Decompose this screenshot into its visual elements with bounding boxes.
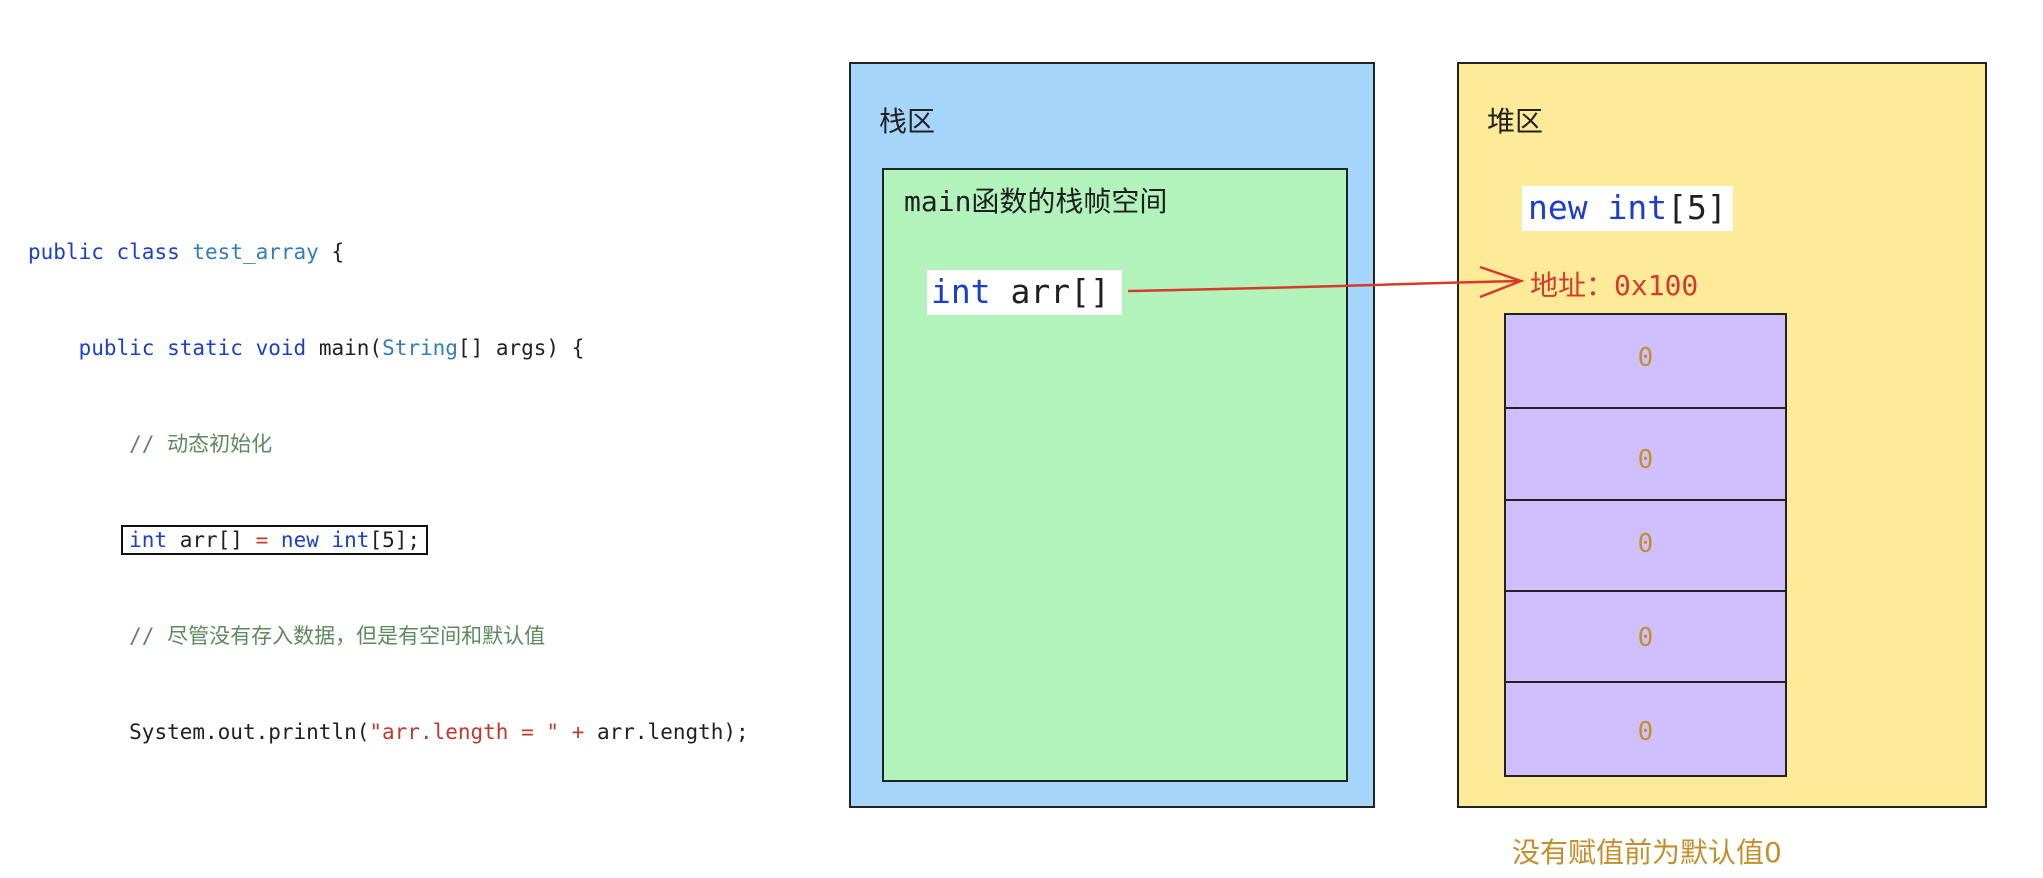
code-text: [5]; — [369, 528, 421, 552]
main-stack-frame: main函数的栈帧空间 int arr[] — [882, 168, 1348, 782]
array-cell-4: 0 — [1637, 717, 1654, 747]
keyword: public — [28, 240, 104, 264]
keyword: int — [1607, 188, 1668, 227]
new-expression: new int[5] — [1522, 186, 1733, 231]
keyword: class — [116, 240, 180, 264]
heap-title: 堆区 — [1487, 105, 1544, 138]
code-text: [5] — [1667, 188, 1727, 227]
array-cell-3: 0 — [1637, 623, 1654, 653]
cell-divider — [1504, 681, 1787, 683]
array-memory-block: 0 0 0 0 0 — [1504, 313, 1787, 777]
code-line-1: public class test_array { — [28, 236, 749, 268]
code-text: { — [318, 240, 345, 264]
frame-title: main函数的栈帧空间 — [904, 185, 1168, 218]
code-line-3: // 动态初始化 — [28, 428, 749, 460]
keyword: new — [1528, 188, 1588, 227]
address-label: 地址：0x100 — [1530, 269, 1699, 302]
code-line-6: System.out.println("arr.length = " + arr… — [28, 716, 749, 748]
code-block: public class test_array { public static … — [28, 172, 749, 780]
string-literal: "arr.length = " — [369, 720, 560, 744]
code-line-2: public static void main(String[] args) { — [28, 332, 749, 364]
stack-title: 栈区 — [879, 105, 936, 138]
stack-region: 栈区 main函数的栈帧空间 int arr[] — [849, 62, 1375, 808]
type-name: String — [382, 336, 458, 360]
heap-region: 堆区 new int[5] 地址：0x100 0 0 0 0 0 — [1457, 62, 1987, 808]
code-text: arr.length); — [584, 720, 749, 744]
code-comment: // 尽管没有存入数据，但是有空间和默认值 — [129, 624, 546, 648]
array-variable: int arr[] — [927, 270, 1122, 315]
keyword: int — [931, 272, 991, 311]
keyword: int — [331, 528, 370, 552]
keyword: static — [167, 336, 243, 360]
default-value-note: 没有赋值前为默认值0 — [1512, 836, 1782, 869]
code-text: main( — [318, 336, 383, 360]
code-text: arr[] — [167, 528, 256, 552]
array-cell-1: 0 — [1637, 445, 1654, 475]
cell-divider — [1504, 407, 1787, 409]
class-name: test_array — [192, 240, 319, 264]
cell-divider — [1504, 499, 1787, 501]
cell-divider — [1504, 590, 1787, 592]
code-text: System.out.println( — [129, 720, 370, 744]
code-comment: // 动态初始化 — [129, 432, 273, 456]
keyword: new — [280, 528, 319, 552]
array-cell-0: 0 — [1637, 343, 1654, 373]
code-text: [] args) { — [457, 336, 585, 360]
operator: = — [255, 528, 269, 552]
operator: + — [571, 720, 585, 744]
code-line-5: // 尽管没有存入数据，但是有空间和默认值 — [28, 620, 749, 652]
keyword: int — [129, 528, 168, 552]
keyword: public — [78, 336, 155, 360]
array-cell-2: 0 — [1637, 529, 1654, 559]
variable-name: arr[] — [1010, 272, 1110, 311]
highlighted-statement: int arr[] = new int[5]; — [121, 525, 429, 555]
keyword: void — [255, 336, 307, 360]
code-line-4: int arr[] = new int[5]; — [28, 524, 749, 556]
